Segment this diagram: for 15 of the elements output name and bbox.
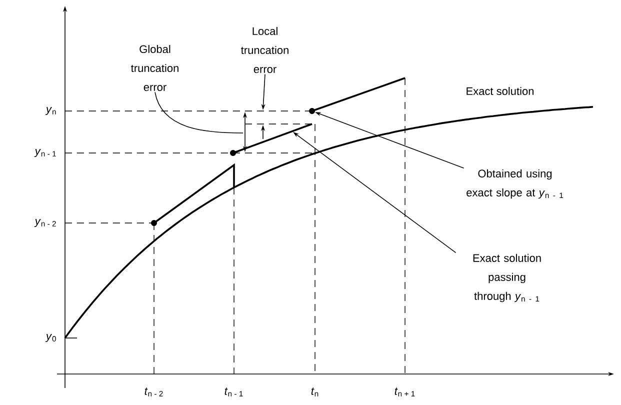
- axis-label: t$_{n}$: [311, 388, 318, 396]
- axis-label: t$_{n + 1}$: [394, 388, 415, 396]
- axis-label: y$_{n - 1}$: [34, 148, 56, 158]
- axis-label: t$_{n - 2}$: [144, 388, 163, 396]
- axis-label: y$_{n}$: [45, 106, 56, 116]
- annotation-text: Global truncation error: [131, 44, 178, 92]
- point: [309, 108, 315, 114]
- axis-label: t$_{n - 1}$: [224, 388, 243, 396]
- annotation-text: Local truncation error: [241, 26, 288, 74]
- annotation-text: Exact solution passing through y$_{n - 1}$: [473, 254, 541, 302]
- leader-line: [154, 92, 244, 134]
- annotation-text: Obtained using exact slope at y$_{n - 1}$: [466, 169, 563, 199]
- axis-label: y$_{0}$: [45, 334, 56, 342]
- curve-label: Exact solution: [466, 86, 534, 96]
- axis-label: y$_{n - 2}$: [34, 218, 56, 228]
